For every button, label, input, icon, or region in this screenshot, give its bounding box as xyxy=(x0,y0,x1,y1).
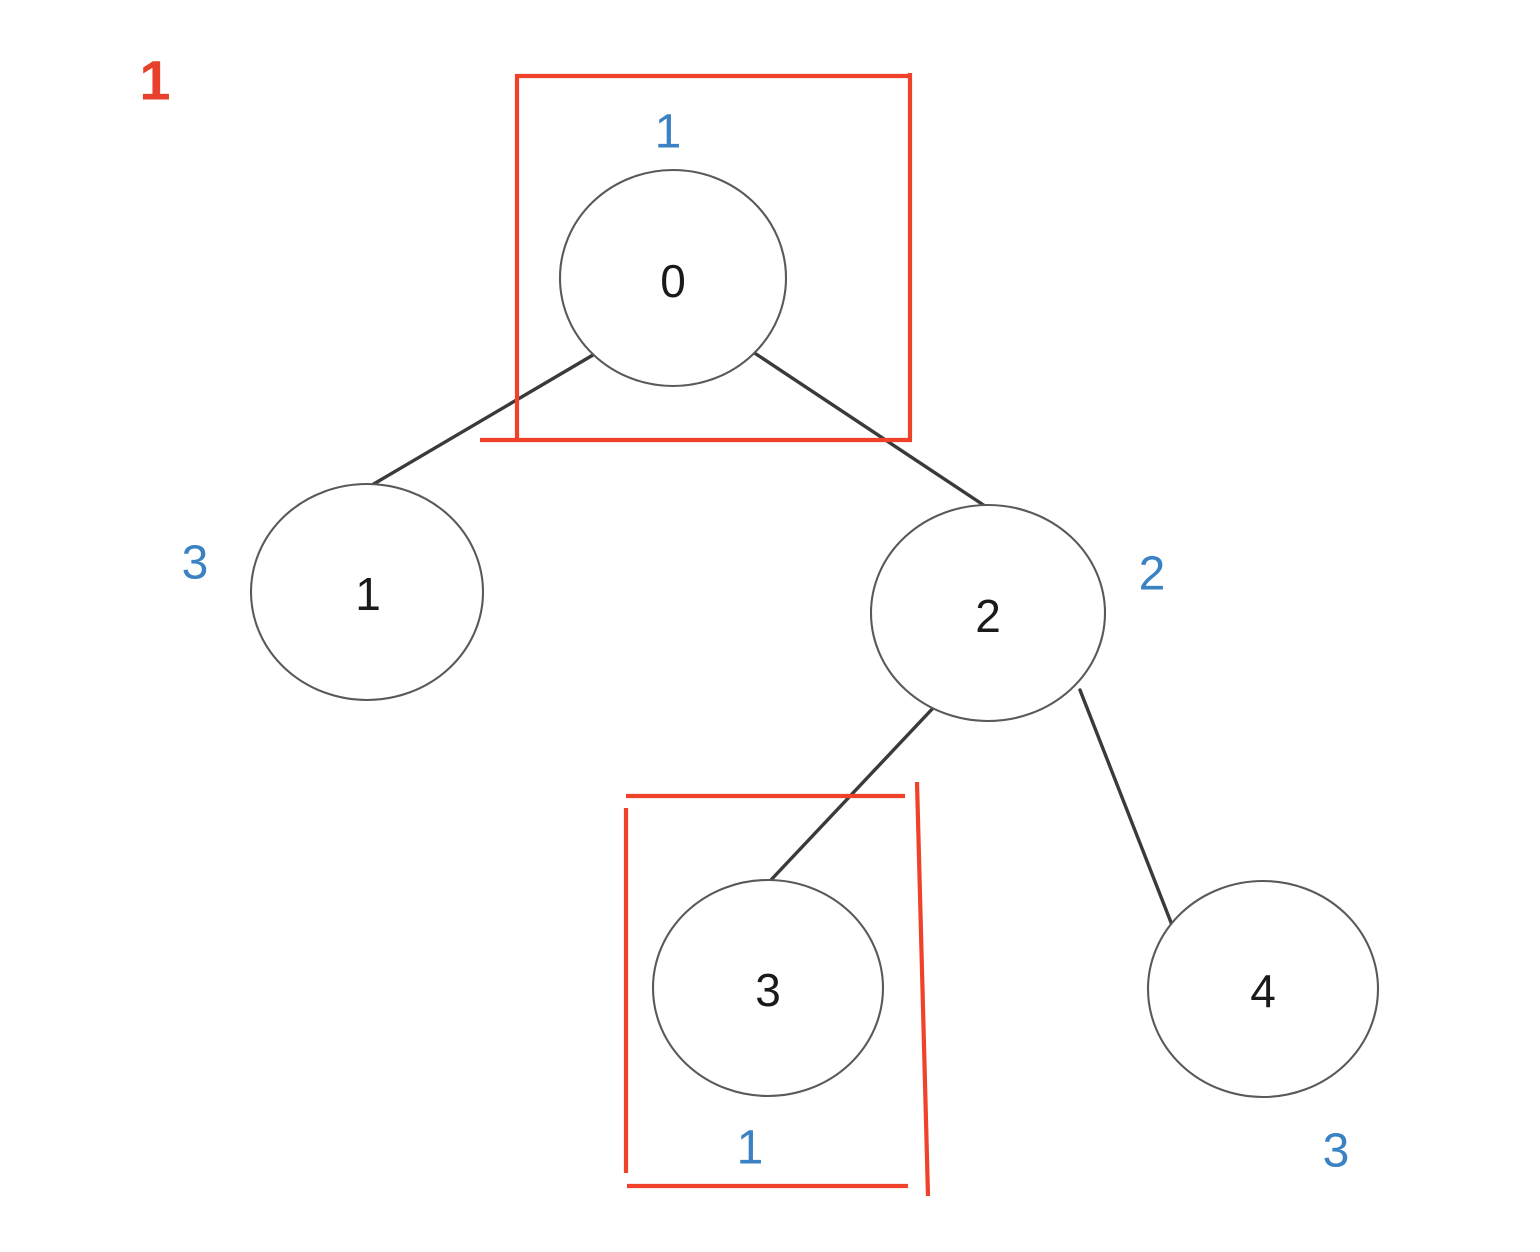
annotation-box-bottom-right-edge xyxy=(914,781,931,1197)
node-1[interactable]: 1 xyxy=(249,482,485,702)
node-3-label: 3 xyxy=(755,964,781,1016)
node-4-circle xyxy=(1146,879,1380,1099)
node-1-circle xyxy=(249,482,485,702)
blue-label-node-3: 1 xyxy=(737,1122,764,1175)
node-0-circle xyxy=(558,168,788,388)
annotation-box-top xyxy=(480,73,913,443)
blue-label-node-1: 3 xyxy=(182,537,209,590)
node-3[interactable]: 3 xyxy=(651,878,885,1098)
node-1-label: 1 xyxy=(355,568,381,620)
edge-group xyxy=(370,350,1174,927)
node-4-label: 4 xyxy=(1250,965,1276,1017)
annotation-box-bottom xyxy=(623,781,931,1197)
blue-label-node-0: 1 xyxy=(655,106,682,159)
blue-label-node-2: 2 xyxy=(1139,548,1166,601)
node-3-circle xyxy=(651,878,885,1098)
node-0-label: 0 xyxy=(660,255,686,307)
node-2-label: 2 xyxy=(975,590,1001,642)
node-group: 0 1 2 3 4 xyxy=(249,168,1380,1099)
blue-label-group: 1 3 2 1 3 xyxy=(182,106,1350,1178)
node-2[interactable]: 2 xyxy=(869,503,1107,723)
corner-label: 1 xyxy=(139,49,170,112)
node-2-circle xyxy=(869,503,1107,723)
edge-node0-node1 xyxy=(370,353,595,487)
edge-node2-node4 xyxy=(1078,688,1174,927)
blue-label-node-4: 3 xyxy=(1323,1125,1350,1178)
edge-node2-node3 xyxy=(768,704,937,883)
edge-node0-node2 xyxy=(751,350,987,508)
node-0[interactable]: 0 xyxy=(558,168,788,388)
node-4[interactable]: 4 xyxy=(1146,879,1380,1099)
